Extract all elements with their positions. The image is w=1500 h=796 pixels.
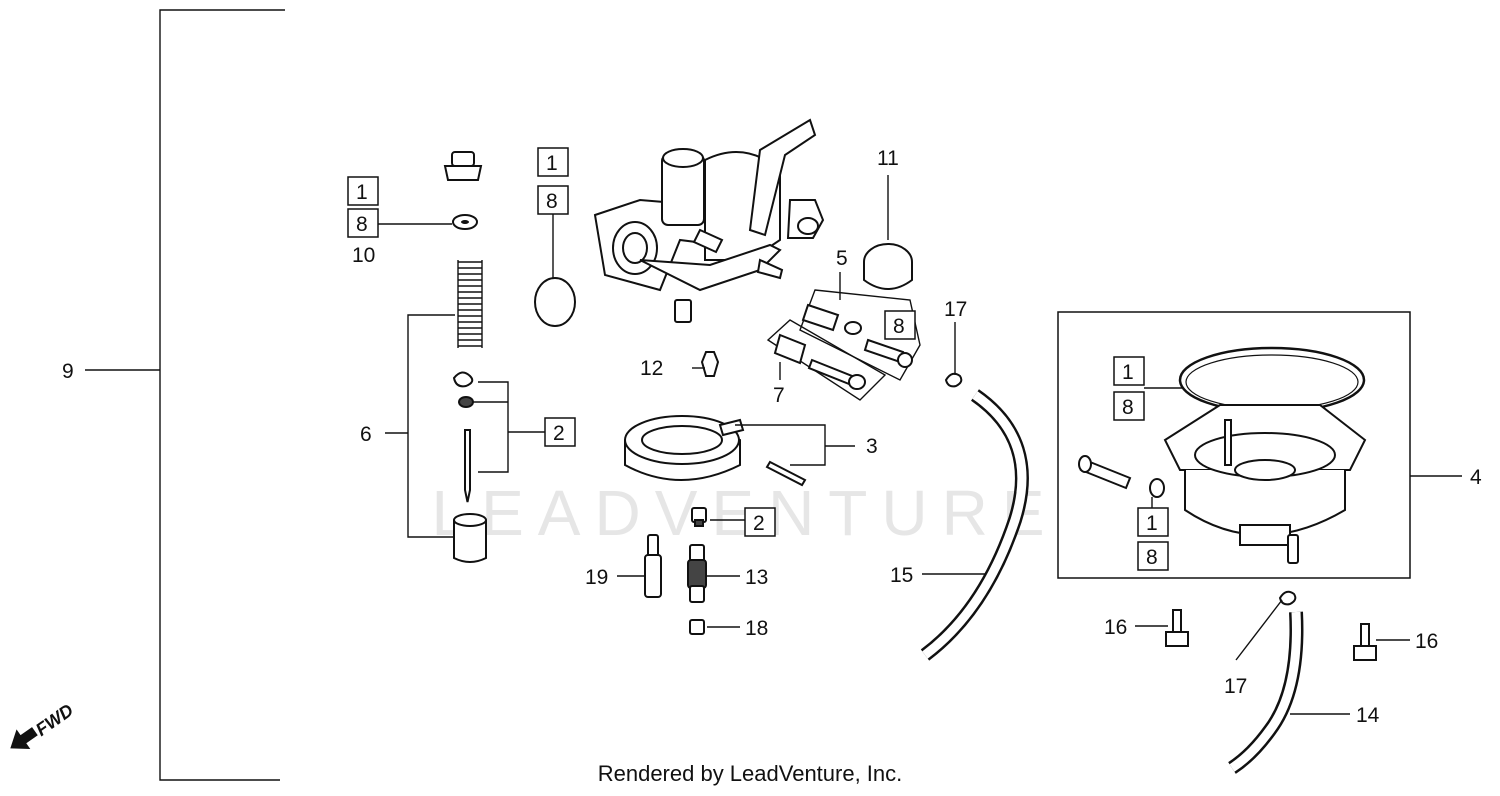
ref-box-8d — [1113, 391, 1145, 421]
watermark: LEADVENTURE — [432, 477, 1059, 549]
float-chamber — [1163, 404, 1367, 564]
callout-4: 4 — [1470, 466, 1482, 489]
fwd-label: FWD — [32, 700, 77, 740]
callout-5: 5 — [836, 247, 848, 270]
ref-box-2b — [744, 507, 776, 537]
drain-screw — [1078, 455, 1132, 490]
tube-14 — [1229, 611, 1301, 772]
callout-14: 14 — [1356, 704, 1380, 727]
callout-17b: 17 — [1224, 675, 1247, 698]
callout-6: 6 — [360, 423, 372, 446]
ref-8a: 8 — [356, 213, 368, 236]
carburetor-top-cap — [443, 151, 483, 181]
jet-needle — [464, 429, 471, 503]
throttle-spring — [457, 258, 483, 350]
callout-7: 7 — [773, 384, 785, 407]
needle-retainer — [458, 396, 474, 408]
callout-3: 3 — [866, 435, 878, 458]
callout-10: 10 — [352, 244, 375, 267]
callout-9: 9 — [62, 360, 74, 383]
float-valve-12 — [700, 351, 720, 377]
throttle-valve — [453, 513, 487, 563]
tube-clip-17a — [944, 372, 963, 388]
ref-1b: 1 — [546, 152, 558, 175]
callout-17a: 17 — [944, 298, 967, 321]
ref-1c: 1 — [1122, 361, 1134, 384]
washer-10-hole — [461, 220, 469, 224]
bracket-3 — [735, 424, 855, 466]
carburetor-cap-11 — [863, 243, 913, 290]
ref-box-1d — [1137, 507, 1169, 537]
bolt-16-left — [1165, 609, 1189, 647]
tube-15 — [922, 391, 1027, 659]
ref-box-8e — [1137, 541, 1169, 571]
bracket-2a — [473, 381, 545, 473]
ref-box-8b — [537, 185, 569, 215]
jet-holder-18 — [689, 619, 705, 635]
carburetor-body — [593, 118, 825, 323]
ref-2a: 2 — [553, 422, 565, 445]
slow-jet-19 — [644, 534, 662, 598]
needle-jet-13 — [687, 544, 707, 603]
callout-19: 19 — [585, 566, 608, 589]
bracket-6 — [407, 314, 455, 538]
ref-box-8a — [347, 208, 379, 238]
ref-box-2a — [544, 417, 576, 447]
callout-18: 18 — [745, 617, 768, 640]
callout-11: 11 — [877, 147, 899, 170]
pilot-screw-set-5 — [801, 303, 913, 368]
callout-16a: 16 — [1104, 616, 1127, 639]
fwd-arrow-icon — [10, 727, 38, 750]
drain-screw-oring — [1149, 478, 1165, 498]
o-ring — [534, 277, 576, 327]
ref-box-8c — [884, 310, 916, 340]
tube-clip-17b — [1278, 590, 1297, 606]
ref-box-1a — [347, 176, 379, 206]
idle-screw-set-7 — [773, 333, 866, 390]
ref-1d: 1 — [1146, 512, 1158, 535]
float-chamber-gasket — [1178, 346, 1366, 414]
callout-16b: 16 — [1415, 630, 1438, 653]
ref-8b: 8 — [546, 190, 558, 213]
float-chamber-box — [1057, 311, 1411, 579]
fwd-indicator: FWD — [10, 700, 77, 750]
ref-2b: 2 — [753, 512, 765, 535]
callout-13: 13 — [745, 566, 768, 589]
ref-8c: 8 — [893, 315, 905, 338]
main-jet-2 — [691, 507, 707, 527]
set-outline-7 — [766, 319, 887, 401]
credit-text: Rendered by LeadVenture, Inc. — [598, 761, 903, 786]
ref-box-1b — [537, 147, 569, 177]
ref-8e: 8 — [1146, 546, 1158, 569]
ref-1a: 1 — [356, 181, 368, 204]
float-3 — [624, 415, 807, 487]
needle-clip — [452, 371, 474, 388]
callout-15: 15 — [890, 564, 913, 587]
callout-12: 12 — [640, 357, 663, 380]
leader-17b — [1235, 599, 1283, 661]
ref-8d: 8 — [1122, 396, 1134, 419]
bolt-16-right — [1353, 623, 1377, 661]
assembly-bracket — [159, 9, 285, 781]
ref-box-1c — [1113, 356, 1145, 386]
